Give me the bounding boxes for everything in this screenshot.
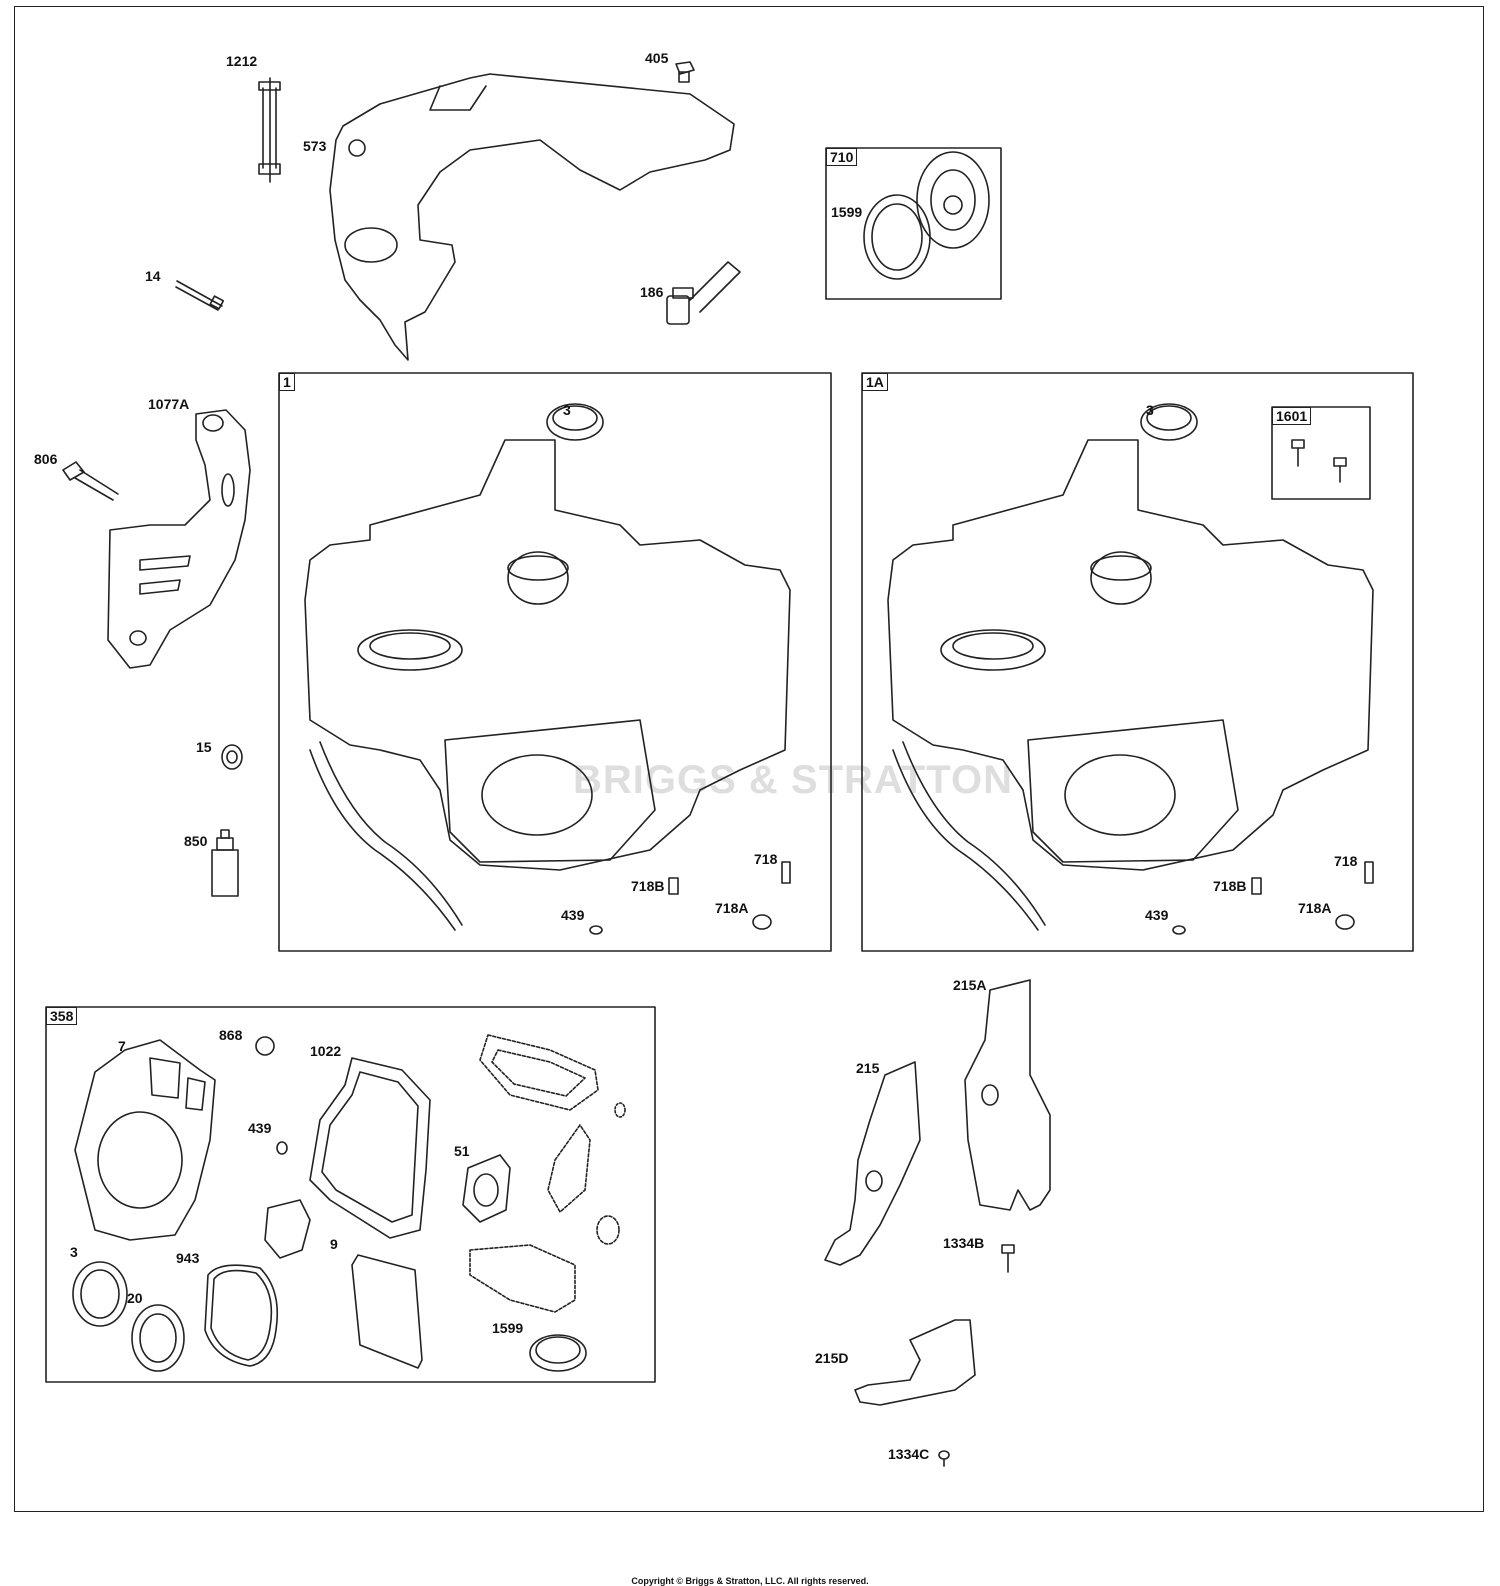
group-box-358	[45, 1006, 656, 1383]
callout-7: 7	[118, 1038, 126, 1054]
callout-3-block1a: 3	[1146, 402, 1154, 418]
callout-9: 9	[330, 1236, 338, 1252]
group-label-1: 1	[279, 373, 295, 391]
group-box-1a	[861, 372, 1414, 952]
screw-405	[675, 61, 695, 83]
callout-3-gasket: 3	[70, 1244, 78, 1260]
sealant-tube-850	[211, 829, 239, 897]
callout-3-block1: 3	[563, 402, 571, 418]
callout-850: 850	[184, 833, 208, 849]
brand-watermark: BRIGGS & STRATTON	[573, 758, 1013, 802]
callout-405: 405	[645, 50, 669, 66]
callout-718a-block1a: 718A	[1298, 900, 1332, 916]
callout-718a-block1: 718A	[715, 900, 749, 916]
bracket-1077a	[107, 409, 251, 669]
pin-14	[175, 280, 225, 311]
screws-1601	[1291, 439, 1347, 483]
group-label-710: 710	[826, 148, 858, 166]
callout-868: 868	[219, 1027, 243, 1043]
callout-1077a: 1077A	[148, 396, 190, 412]
group-box-1	[278, 372, 832, 952]
callout-1212: 1212	[226, 53, 258, 69]
group-box-710	[825, 147, 1002, 300]
callout-215a: 215A	[953, 977, 987, 993]
group-label-1601: 1601	[1272, 407, 1312, 425]
callout-718-block1a: 718	[1334, 853, 1358, 869]
flywheel-710	[863, 151, 990, 280]
fitting-186	[666, 261, 741, 325]
callout-215d: 215D	[815, 1350, 849, 1366]
group-label-1a: 1A	[862, 373, 888, 391]
callout-51: 51	[454, 1143, 470, 1159]
bolt-806	[62, 461, 119, 501]
callout-718-block1: 718	[754, 851, 778, 867]
callout-1334b: 1334B	[943, 1235, 985, 1251]
callout-439-gasket: 439	[248, 1120, 272, 1136]
callout-573: 573	[303, 138, 327, 154]
callout-943: 943	[176, 1250, 200, 1266]
group-label-358: 358	[46, 1007, 78, 1025]
callout-1599-kit: 1599	[831, 204, 863, 220]
callout-186: 186	[640, 284, 664, 300]
nut-15	[221, 744, 243, 770]
callout-15: 15	[196, 739, 212, 755]
shroud-215	[824, 1061, 921, 1266]
callout-439-block1a: 439	[1145, 907, 1169, 923]
gasket-kit-358	[72, 1034, 626, 1372]
callout-14: 14	[145, 268, 161, 284]
callout-215: 215	[856, 1060, 880, 1076]
plate-215d	[854, 1319, 976, 1406]
group-box-1601	[1271, 406, 1371, 500]
callout-439-block1: 439	[561, 907, 585, 923]
callout-718b-block1: 718B	[631, 878, 665, 894]
diagram-frame	[14, 6, 1484, 1512]
stud-1212	[258, 77, 281, 183]
screw-1334c	[938, 1450, 950, 1467]
callout-1599-gasket: 1599	[492, 1320, 524, 1336]
engine-block-1	[304, 403, 791, 935]
callout-806: 806	[34, 451, 58, 467]
callout-20: 20	[127, 1290, 143, 1306]
shroud-215a	[964, 979, 1051, 1211]
callout-1334c: 1334C	[888, 1446, 930, 1462]
callout-718b-block1a: 718B	[1213, 878, 1247, 894]
copyright-notice: Copyright © Briggs & Stratton, LLC. All …	[631, 1576, 869, 1586]
engine-block-1a	[887, 403, 1374, 935]
screw-1334b	[1001, 1244, 1015, 1273]
air-guide-573	[329, 73, 735, 361]
callout-1022: 1022	[310, 1043, 342, 1059]
